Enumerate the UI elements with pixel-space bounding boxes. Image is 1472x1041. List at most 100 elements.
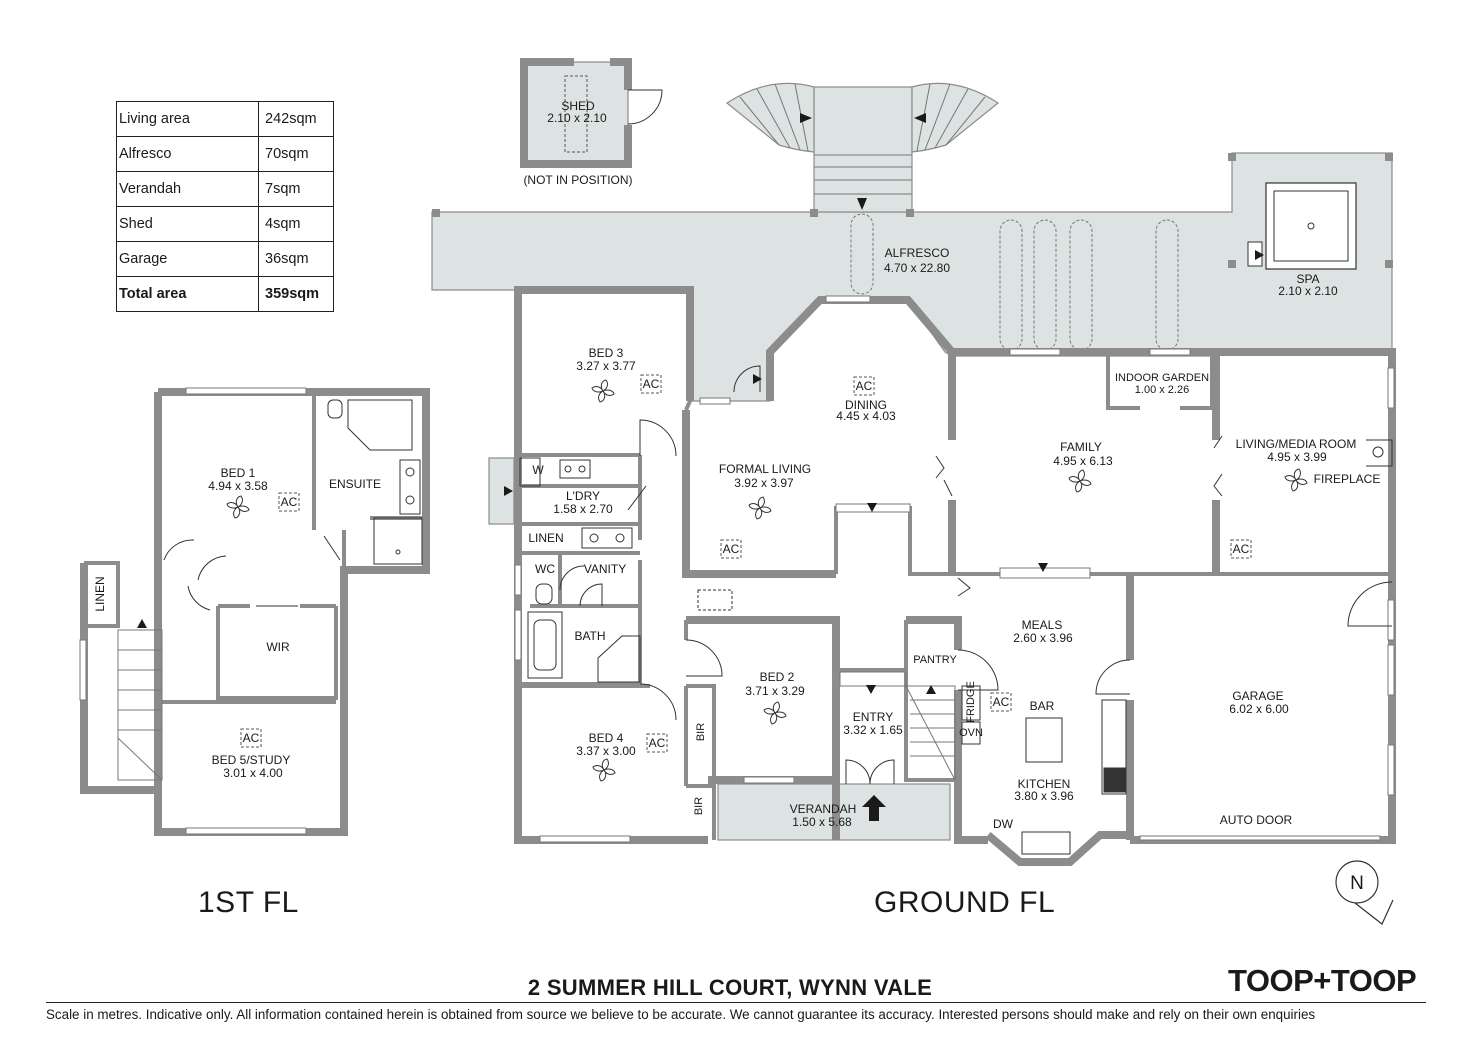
- first-floor-windows: [79, 387, 307, 835]
- first-floor-stairs: [117, 619, 163, 781]
- ground-floor-title: GROUND FL: [874, 886, 1056, 919]
- meals-name: MEALS: [1022, 618, 1063, 632]
- vanity-label: VANITY: [584, 562, 626, 576]
- compass-n-label: N: [1350, 873, 1364, 894]
- bed2-size: 3.71 x 3.29: [745, 684, 805, 698]
- first-floor-doors: [163, 535, 341, 611]
- shed: [520, 58, 663, 168]
- bath-label: BATH: [574, 629, 605, 643]
- rear-steps: [813, 86, 913, 213]
- svg-text:AC: AC: [643, 377, 660, 391]
- verandah-name: VERANDAH: [790, 802, 857, 816]
- ldry-size: 1.58 x 2.70: [553, 502, 613, 516]
- garage-name: GARAGE: [1232, 689, 1283, 703]
- ceiling-fans: [226, 379, 1308, 782]
- meals-size: 2.60 x 3.96: [1013, 631, 1073, 645]
- ac-markers: AC AC AC AC AC AC AC AC: [240, 374, 1252, 753]
- living-media-name: LIVING/MEDIA ROOM: [1236, 437, 1357, 451]
- family-name: FAMILY: [1060, 440, 1102, 454]
- verandah-size: 1.50 x 5.68: [792, 815, 852, 829]
- dining-size: 4.45 x 4.03: [836, 409, 896, 423]
- ldry-name: L'DRY: [566, 489, 600, 503]
- area-name: Shed: [116, 206, 259, 242]
- area-value: 36sqm: [258, 241, 334, 277]
- area-name: Garage: [116, 241, 259, 277]
- bed4-name: BED 4: [589, 731, 624, 745]
- alfresco-name: ALFRESCO: [885, 246, 950, 260]
- svg-text:AC: AC: [723, 542, 740, 556]
- bed2-name: BED 2: [760, 670, 795, 684]
- spa-size: 2.10 x 2.10: [1278, 284, 1338, 298]
- ground-floor-walls: [514, 286, 1396, 866]
- linen-ground-label: LINEN: [528, 531, 563, 545]
- family-size: 4.95 x 6.13: [1053, 454, 1113, 468]
- ensuite-label: ENSUITE: [329, 477, 381, 491]
- kitchen-name: KITCHEN: [1018, 777, 1071, 791]
- alfresco-posts: [432, 153, 1393, 268]
- spa: [1247, 182, 1357, 270]
- wir-label: WIR: [266, 640, 290, 654]
- auto-door-label: AUTO DOOR: [1220, 813, 1293, 827]
- ac-marker: AC: [278, 492, 300, 512]
- bar-label: BAR: [1030, 699, 1055, 713]
- garage-size: 6.02 x 6.00: [1229, 702, 1289, 716]
- entry-name: ENTRY: [853, 710, 893, 724]
- bed4-size: 3.37 x 3.00: [576, 744, 636, 758]
- svg-text:AC: AC: [649, 736, 666, 750]
- pantry-label: PANTRY: [913, 654, 957, 666]
- outdoor-areas: [431, 61, 1393, 841]
- linen-first-label: LINEN: [93, 576, 107, 611]
- brand-logo: TOOP+TOOP: [1228, 963, 1417, 998]
- first-floor-walls: [80, 388, 430, 836]
- alfresco-size: 4.70 x 22.80: [884, 261, 950, 275]
- area-value: 359sqm: [258, 276, 334, 312]
- ac-marker: AC: [240, 728, 262, 748]
- ovn-label: OVN: [959, 727, 983, 739]
- svg-text:AC: AC: [856, 379, 873, 393]
- room-labels: BED 1 4.94 x 3.58 ENSUITE WIR LINEN BED …: [93, 99, 1380, 894]
- wc-label: WC: [535, 562, 555, 576]
- ac-marker: AC: [1230, 539, 1252, 559]
- shed-note: (NOT IN POSITION): [523, 173, 632, 187]
- first-floor-title: 1ST FL: [198, 886, 299, 919]
- living-media-size: 4.95 x 3.99: [1267, 450, 1327, 464]
- bed3-name: BED 3: [589, 346, 624, 360]
- svg-text:AC: AC: [243, 731, 260, 745]
- formal-living-size: 3.92 x 3.97: [734, 476, 794, 490]
- w-label: W: [532, 463, 544, 477]
- area-name: Total area: [116, 276, 259, 312]
- ground-stairs: [839, 671, 956, 781]
- area-value: 242sqm: [258, 101, 334, 137]
- svg-text:AC: AC: [1233, 542, 1250, 556]
- indoor-garden-name: INDOOR GARDEN: [1115, 372, 1209, 384]
- svg-text:AC: AC: [281, 495, 298, 509]
- shed-size: 2.10 x 2.10: [547, 111, 607, 125]
- fireplace-label: FIREPLACE: [1314, 472, 1381, 486]
- ac-marker: AC: [853, 376, 875, 396]
- ac-marker: AC: [990, 692, 1012, 712]
- area-value: 4sqm: [258, 206, 334, 242]
- shed-name: SHED: [561, 99, 595, 113]
- first-floor-fixtures: [327, 399, 423, 565]
- step-lines: [739, 83, 986, 195]
- fridge-label: FRIDGE: [965, 681, 977, 723]
- spa-name: SPA: [1296, 272, 1319, 286]
- bir-label-lower: BIR: [693, 797, 705, 815]
- dw-label: DW: [993, 817, 1014, 831]
- bed3-size: 3.27 x 3.77: [576, 359, 636, 373]
- bed1-size: 4.94 x 3.58: [208, 479, 268, 493]
- area-value: 70sqm: [258, 136, 334, 172]
- bed5-size: 3.01 x 4.00: [223, 766, 283, 780]
- ac-marker: AC: [646, 733, 668, 753]
- ac-marker: AC: [720, 539, 742, 559]
- bed5-name: BED 5/STUDY: [212, 753, 291, 767]
- indoor-garden-size: 1.00 x 2.26: [1135, 384, 1189, 396]
- direction-arrows: [504, 113, 1264, 821]
